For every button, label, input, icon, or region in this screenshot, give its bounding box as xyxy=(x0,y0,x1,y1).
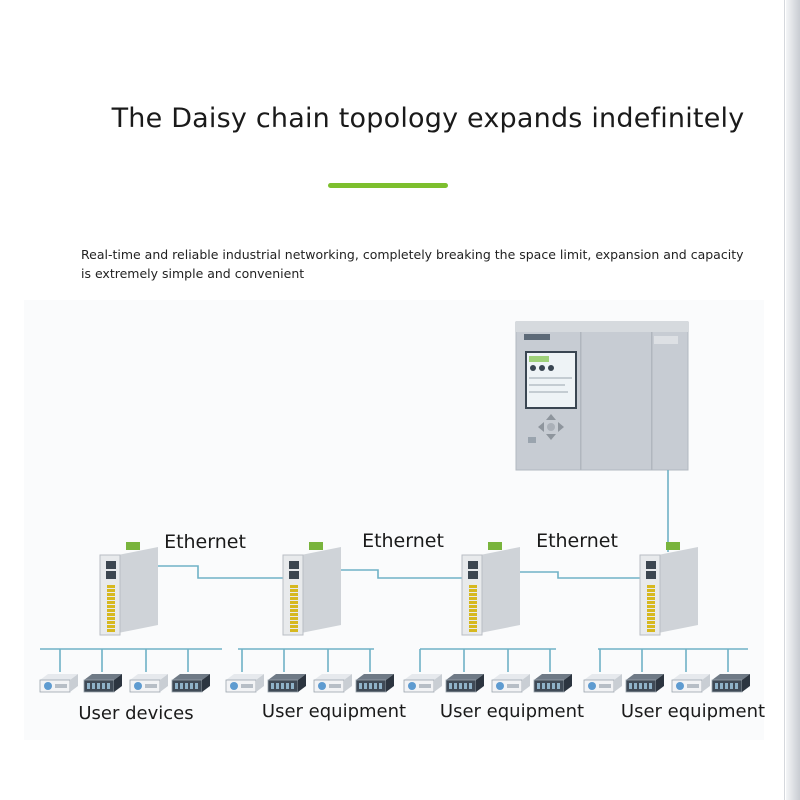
user-device-icon xyxy=(711,674,750,693)
plc-controller-icon xyxy=(515,321,689,471)
group-label-1: User devices xyxy=(78,703,193,724)
user-device-icon xyxy=(313,674,352,693)
user-device-icon xyxy=(403,674,442,693)
user-device-icon xyxy=(355,674,394,693)
user-device-icon xyxy=(39,674,78,693)
io-module-icon xyxy=(639,542,698,636)
io-module-icon xyxy=(461,542,520,636)
user-device-icon xyxy=(583,674,622,693)
group-label-2: User equipment xyxy=(262,701,406,722)
user-device-icon xyxy=(491,674,530,693)
user-device-icon xyxy=(533,674,572,693)
page-subtitle: Real-time and reliable industrial networ… xyxy=(81,247,744,281)
title-accent-bar xyxy=(328,183,448,188)
page-title: The Daisy chain topology expands indefin… xyxy=(111,103,745,134)
io-module-icon xyxy=(282,542,341,636)
ethernet-label-1: Ethernet xyxy=(164,531,246,553)
ethernet-label-3: Ethernet xyxy=(536,530,618,552)
page-right-edge xyxy=(786,0,800,800)
user-device-icon xyxy=(171,674,210,693)
io-module-icon xyxy=(99,542,158,636)
group-label-4: User equipment xyxy=(621,701,765,722)
user-device-icon xyxy=(671,674,710,693)
user-device-icon xyxy=(445,674,484,693)
user-device-icon xyxy=(625,674,664,693)
page-divider-line xyxy=(784,0,785,800)
user-device-icon xyxy=(129,674,168,693)
user-device-icon xyxy=(83,674,122,693)
ethernet-label-2: Ethernet xyxy=(362,530,444,552)
user-device-icon xyxy=(267,674,306,693)
group-label-3: User equipment xyxy=(440,701,584,722)
user-device-icon xyxy=(225,674,264,693)
